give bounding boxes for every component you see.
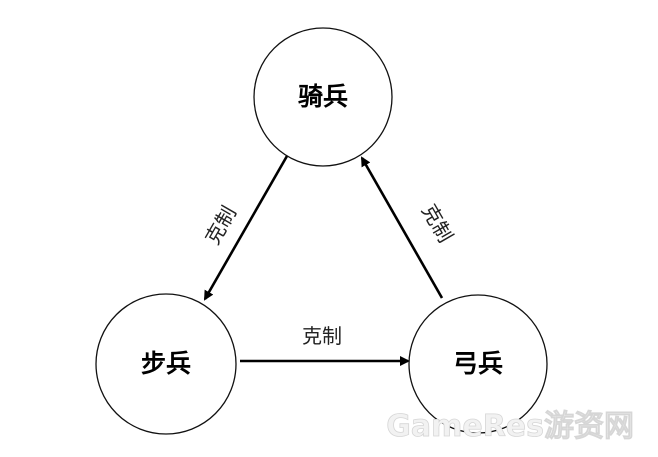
node-cavalry: 骑兵 xyxy=(253,27,393,167)
edge-label-cavalry-infantry: 克制 xyxy=(200,202,241,249)
node-archer: 弓兵 xyxy=(408,294,548,434)
arrow-cavalry-to-infantry xyxy=(203,155,289,301)
node-infantry: 步兵 xyxy=(95,293,237,435)
arrow-archer-to-cavalry xyxy=(360,156,444,299)
edge-label-infantry-archer: 克制 xyxy=(302,324,342,348)
edge-label-archer-cavalry: 克制 xyxy=(417,200,458,247)
watermark: GameRes游资网 xyxy=(386,409,634,444)
node-label-archer: 弓兵 xyxy=(453,349,503,378)
node-label-infantry: 步兵 xyxy=(141,349,191,378)
node-label-cavalry: 骑兵 xyxy=(298,82,348,111)
